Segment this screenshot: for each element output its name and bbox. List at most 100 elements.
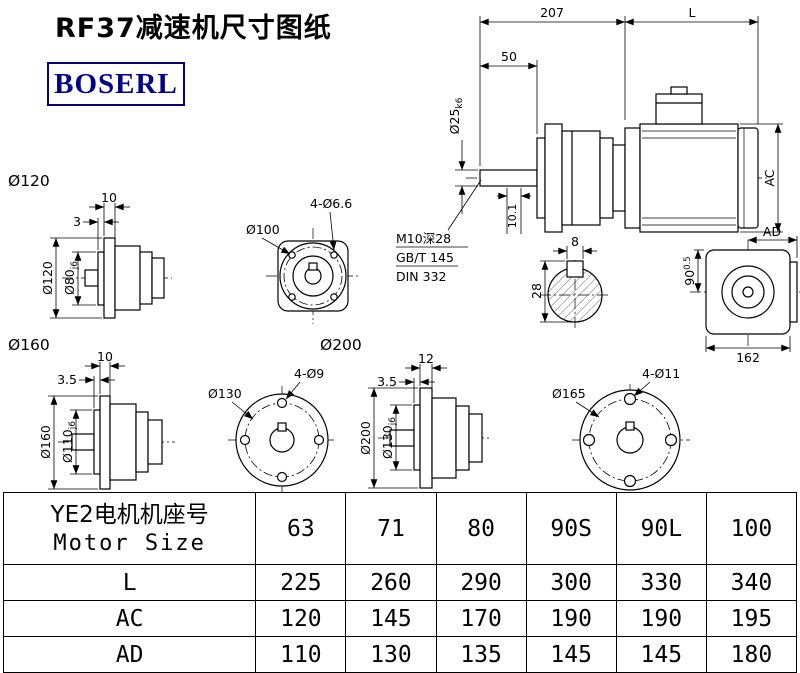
- spigot120-fit: j6: [70, 261, 80, 271]
- flange120-front-view: Ø100 4-Ø6.6: [246, 196, 360, 324]
- gearbox-flange: [544, 123, 563, 233]
- size-col-100: 100: [705, 492, 798, 565]
- drawing-area: 207 L 50 Ø25k6 10.1 A: [8, 5, 800, 492]
- note-gbt-standard: GB/T 145: [396, 250, 454, 265]
- size-col-71: 71: [345, 492, 437, 565]
- table-row-L: L 225 260 290 300 330 340: [2, 564, 798, 601]
- flange-plate: [419, 387, 433, 489]
- page-title: RF37减速机尺寸图纸: [55, 13, 332, 44]
- row-label-AC: AC: [2, 600, 257, 637]
- flange160-side-view: Ø160 10 3.5 Ø160: [8, 336, 175, 490]
- spigot200-fit: j6: [388, 417, 398, 427]
- spigot160-value: Ø110: [60, 429, 75, 463]
- boserl-logo: BOSERL: [47, 62, 185, 106]
- header-cn: YE2电机机座号: [50, 501, 209, 528]
- gearbox-spigot: [536, 137, 546, 219]
- bolt-circle-100: [283, 246, 343, 306]
- flange200-side-view: Ø200 12 3.5 Ø200: [320, 336, 492, 489]
- dim-flange200-thickness: 12: [418, 351, 434, 366]
- flange200-section-label: Ø200: [320, 336, 362, 354]
- dim-bolt-circle-130: Ø130: [208, 386, 242, 401]
- keyway-slot: [277, 422, 287, 432]
- flange200-front-view: Ø165 4-Ø11: [552, 366, 690, 492]
- flange-plate: [103, 237, 116, 319]
- motor-size-header-cell: YE2电机机座号 Motor Size: [2, 492, 257, 565]
- bolt-hole: [313, 434, 325, 446]
- table-header-row: YE2电机机座号 Motor Size 63 71 80 90S 90L 100: [2, 492, 798, 565]
- motor-size-table: YE2电机机座号 Motor Size 63 71 80 90S 90L 100…: [2, 492, 798, 673]
- dim-key-width: 8: [571, 234, 579, 249]
- cell-AC-0: 120: [255, 600, 347, 637]
- keyway-slot: [625, 421, 635, 431]
- size-col-90l: 90L: [615, 492, 707, 565]
- spigot160-fit: j6: [68, 421, 78, 431]
- bolt-hole: [288, 251, 296, 259]
- dim-90-value: 90: [682, 270, 697, 286]
- cell-AD-2: 135: [435, 636, 527, 673]
- flange120-section-label: Ø120: [8, 172, 50, 190]
- dim-holes-4x6-6: 4-Ø6.6: [310, 196, 352, 211]
- boserl-logo-text: BOSERL: [54, 67, 178, 100]
- cell-L-5: 340: [705, 564, 798, 601]
- motor-edge: [789, 261, 798, 323]
- size-col-63: 63: [255, 492, 347, 565]
- dim-flange120-spigot-len: 3: [73, 214, 81, 229]
- dim-flange200-spigot-len: 3.5: [377, 374, 397, 389]
- note-tap-hole: M10深28: [396, 231, 451, 246]
- dim-flange120-outer-dia: Ø120: [40, 261, 55, 295]
- unit-end-view: AD 900.5 162: [682, 224, 800, 365]
- gearbox-housing: [561, 130, 601, 226]
- cell-AD-5: 180: [705, 636, 798, 673]
- cell-L-1: 260: [345, 564, 437, 601]
- row-label-L: L: [2, 564, 257, 601]
- flange160-front-view: Ø130 4-Ø9: [208, 366, 336, 492]
- cell-L-3: 300: [525, 564, 617, 601]
- spigot200-value: Ø130: [380, 425, 395, 459]
- dim-flange200-spigot-dia: Ø130j6: [380, 417, 398, 459]
- dim-holes-4x11: 4-Ø11: [642, 366, 680, 381]
- bolt-hole: [664, 433, 678, 447]
- flange-plate: [99, 395, 111, 490]
- flange-spigot: [413, 404, 421, 471]
- shaft-bore: [616, 426, 644, 454]
- bolt-hole: [239, 434, 251, 446]
- dim-flange200-outer-dia: Ø200: [358, 421, 373, 455]
- dim-90-label: 900.5: [682, 256, 697, 285]
- dim-flange160-spigot-dia: Ø110j6: [60, 421, 78, 463]
- cell-AC-2: 170: [435, 600, 527, 637]
- dim-flange120-spigot-dia: Ø80j6: [62, 261, 80, 295]
- fan-cowl: [737, 127, 759, 229]
- cell-AD-0: 110: [255, 636, 347, 673]
- flange-spigot: [93, 409, 101, 475]
- cell-AC-3: 190: [525, 600, 617, 637]
- dim-90-tol: 0.5: [683, 256, 693, 270]
- motor-body: [639, 123, 739, 233]
- bolt-hole: [582, 433, 596, 447]
- dim-key-height: 28: [529, 283, 544, 299]
- terminal-box: [655, 93, 703, 125]
- bolt-hole: [623, 392, 637, 406]
- main-view-dimensions: 207 L 50 Ø25k6 10.1 A: [396, 5, 783, 284]
- flange120-side-view: Ø120 10 3 Ø120: [8, 172, 172, 319]
- shaft-bore: [269, 427, 295, 453]
- shaft-dia-fit: k6: [455, 97, 465, 108]
- dim-207-label: 207: [540, 5, 564, 20]
- dim-162-label: 162: [736, 350, 760, 365]
- dim-flange160-thickness: 10: [97, 349, 113, 364]
- dim-50-label: 50: [501, 49, 517, 64]
- main-assembly-view: [466, 86, 768, 233]
- note-din-standard: DIN 332: [396, 269, 447, 284]
- cell-L-4: 330: [615, 564, 707, 601]
- output-shaft: [479, 169, 538, 187]
- dim-bolt-circle-165: Ø165: [552, 386, 586, 401]
- shaft-stub: [84, 269, 99, 287]
- header-en: Motor Size: [53, 530, 206, 556]
- bolt-hole: [276, 471, 288, 483]
- bolt-hole: [276, 397, 288, 409]
- bolt-hole: [288, 293, 296, 301]
- dim-flange120-thickness: 10: [101, 190, 117, 205]
- dim-holes-4x9: 4-Ø9: [294, 366, 324, 381]
- cell-AC-1: 145: [345, 600, 437, 637]
- cell-AC-5: 195: [705, 600, 798, 637]
- dim-bolt-circle-100: Ø100: [246, 222, 280, 237]
